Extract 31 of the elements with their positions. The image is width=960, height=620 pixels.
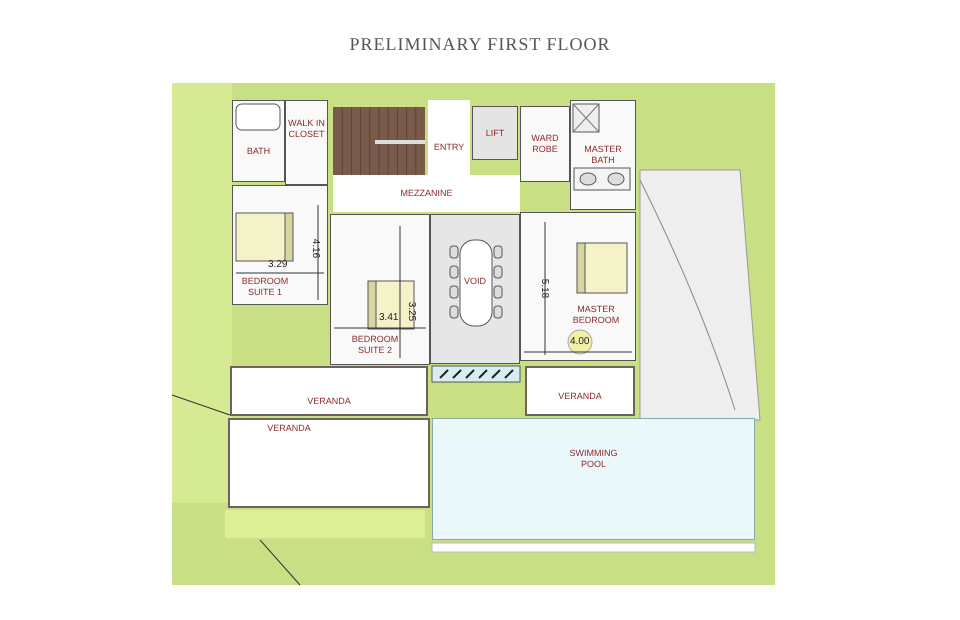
dimension-label: 4.16: [310, 238, 322, 258]
room-label: MASTER BEDROOM: [572, 304, 620, 326]
room-label: WALK IN CLOSET: [287, 118, 326, 140]
dimension-label: 3.41: [379, 312, 398, 323]
room-label: BEDROOM SUITE 2: [350, 334, 400, 356]
room: [520, 106, 570, 182]
room-label: VOID: [464, 276, 486, 286]
dimension-label: 5.18: [539, 278, 550, 298]
room-label: BATH: [246, 146, 270, 156]
dimension-label: 3.25: [406, 302, 418, 322]
room-label: SWIMMING POOL: [568, 448, 618, 470]
room-label: VERANDA: [307, 396, 351, 406]
room-label: ENTRY: [434, 142, 464, 153]
room-label: MEZZANINE: [400, 188, 452, 199]
room: [428, 100, 470, 175]
room-label: LIFT: [486, 128, 504, 138]
room-label: BEDROOM SUITE 1: [240, 276, 290, 298]
room-label: VERANDA: [558, 390, 602, 402]
dimension-label: 3.29: [268, 259, 288, 270]
room-label: WARD ROBE: [530, 133, 560, 155]
plan-title: PRELIMINARY FIRST FLOOR: [349, 34, 611, 54]
swimming-pool: [432, 418, 755, 540]
room-label: MASTER BATH: [583, 144, 623, 166]
room-label: VERANDA: [267, 422, 311, 434]
room: [228, 418, 430, 508]
room: [285, 100, 328, 185]
room: [525, 366, 635, 416]
room: [230, 366, 428, 416]
room: [333, 175, 520, 212]
lift-shaft: [472, 106, 518, 160]
dimension-label: 4.00: [570, 336, 590, 347]
